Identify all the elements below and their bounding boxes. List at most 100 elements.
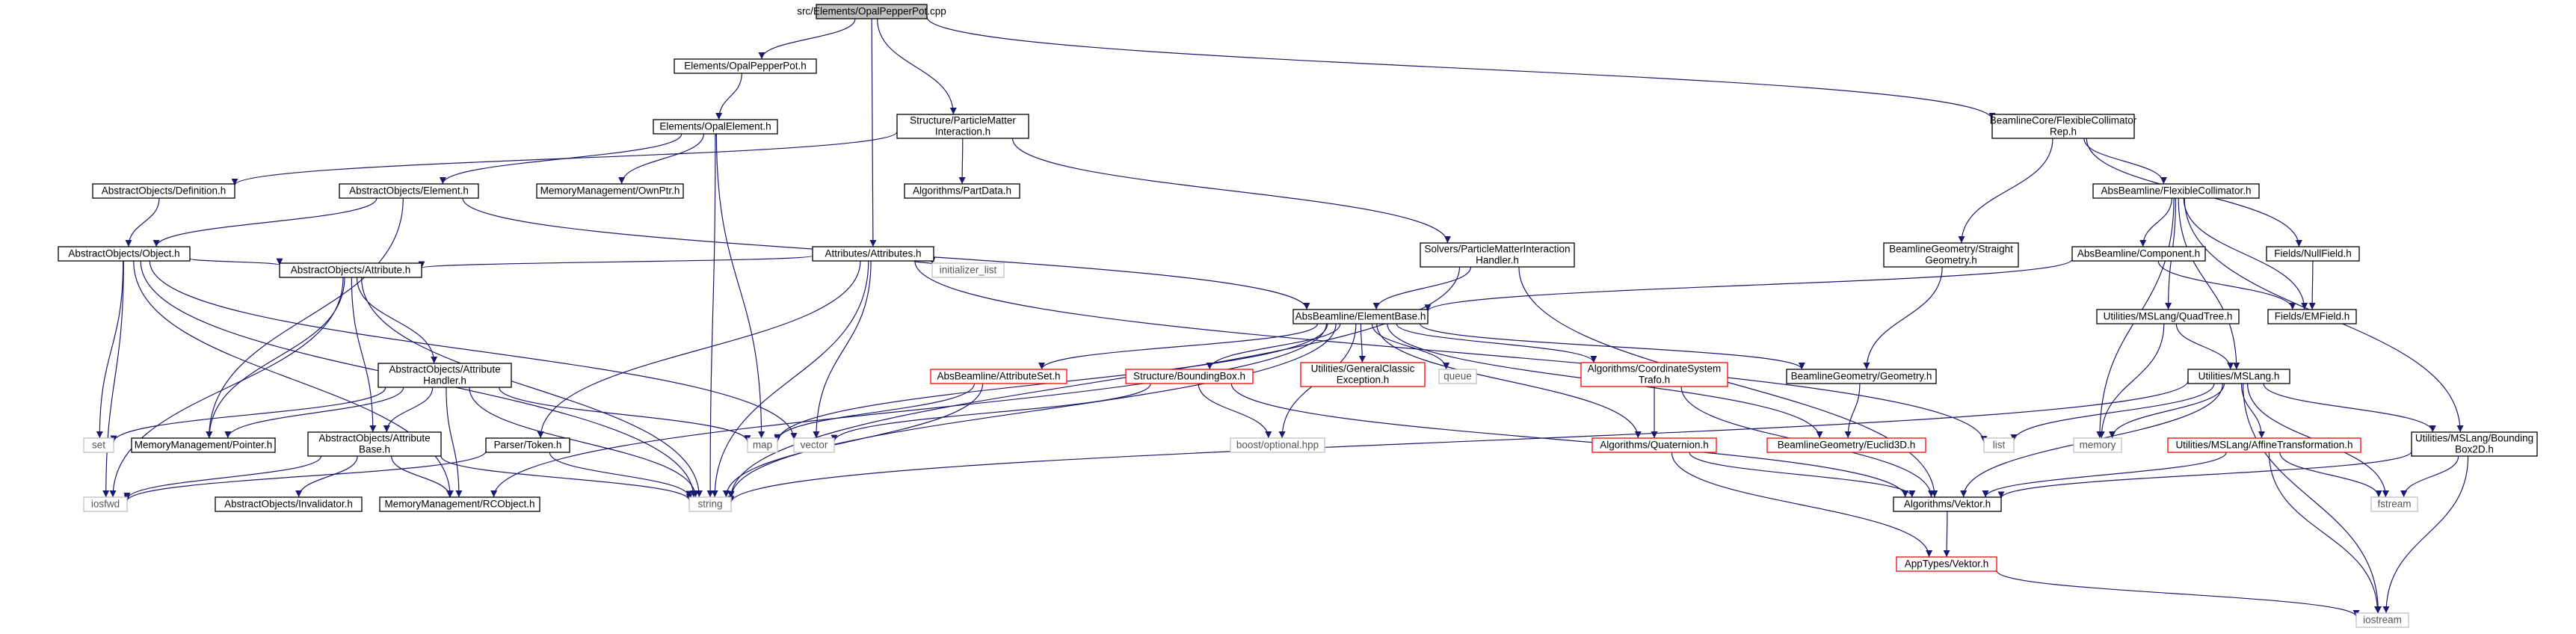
node-rcobject_h[interactable]: MemoryManagement/RCObject.h: [379, 496, 540, 512]
edge-boundingbox_h-to-vektor_alg_h: [1230, 383, 1909, 498]
edge-root-to-fcrep_h: [926, 16, 1996, 120]
node-label: Parser/Token.h: [494, 440, 562, 451]
node-label: Exception.h: [1337, 375, 1390, 386]
node-label: Rep.h: [2050, 126, 2077, 138]
edge-boundingbox_h-to-optional: [1198, 383, 1272, 439]
node-element_h[interactable]: AbstractObjects/Element.h: [339, 183, 479, 199]
node-label: Algorithms/Vektor.h: [1904, 499, 1991, 510]
edge-mslang_h-to-memory: [2109, 383, 2225, 439]
node-box: [2266, 246, 2360, 262]
edge-attributeset_h-to-string: [722, 383, 984, 498]
node-box: [378, 363, 512, 388]
node-label: iostream: [2363, 615, 2402, 626]
node-iostream: iostream: [2355, 612, 2409, 628]
node-affine_h[interactable]: Utilities/MSLang/AffineTransformation.h: [2167, 437, 2361, 453]
edge-object_h-to-iosfwd: [102, 260, 124, 498]
node-pmih_h[interactable]: Solvers/ParticleMatterInteractionHandler…: [1420, 242, 1575, 268]
edge-opalpepperpot_h-to-opalelement_h: [715, 73, 742, 120]
node-fc_h[interactable]: AbsBeamline/FlexibleCollimator.h: [2092, 183, 2260, 199]
node-label: Algorithms/PartData.h: [913, 185, 1011, 197]
node-label: Attributes/Attributes.h: [825, 248, 921, 259]
node-box: [536, 183, 684, 199]
node-label: BeamlineGeometry/Straight: [1889, 244, 2013, 255]
node-label: Handler.h: [1476, 255, 1519, 266]
node-emfield_h[interactable]: Fields/EMField.h: [2267, 309, 2357, 324]
node-box: [92, 183, 235, 199]
edge-element_h-to-object_h: [152, 197, 378, 247]
node-box: [688, 496, 732, 512]
node-invalidator_h[interactable]: AbstractObjects/Invalidator.h: [215, 496, 363, 512]
edge-root-to-pmi_h: [877, 18, 957, 115]
node-euclid3d_h[interactable]: BeamlineGeometry/Euclid3D.h: [1766, 437, 1926, 453]
edge-mslang_h-to-affine_h: [2240, 383, 2265, 439]
node-pmi_h[interactable]: Structure/ParticleMatterInteraction.h: [896, 114, 1029, 139]
node-box: [904, 183, 1020, 199]
node-label: memory: [2080, 440, 2116, 451]
node-quadtree_h[interactable]: Utilities/MSLang/QuadTree.h: [2096, 309, 2240, 324]
node-object_h[interactable]: AbstractObjects/Object.h: [58, 246, 191, 262]
node-box: [1766, 437, 1926, 453]
node-label: AppTypes/Vektor.h: [1905, 558, 1989, 570]
node-box: [816, 4, 928, 19]
node-label: Utilities/MSLang/AffineTransformation.h: [2175, 440, 2352, 451]
node-geometry_h[interactable]: BeamlineGeometry/Geometry.h: [1786, 369, 1937, 384]
edge-fc_h-to-mslang_h: [2178, 197, 2240, 370]
node-pointer_h[interactable]: MemoryManagement/Pointer.h: [131, 437, 276, 453]
node-apptypes_vektor_h[interactable]: AppTypes/Vektor.h: [1896, 556, 1997, 572]
edge-attrbase_h-to-string: [440, 455, 693, 501]
edge-token_h-to-iosfwd: [123, 451, 487, 502]
edge-affine_h-to-fstream: [2279, 452, 2382, 498]
node-box: [1893, 496, 2002, 512]
edge-attributes_h-to-list: [914, 260, 1988, 443]
edge-quaternion_h-to-apptypes_vektor_h: [1671, 452, 1933, 558]
node-label: initializer_list: [940, 265, 997, 276]
node-partdata_h[interactable]: Algorithms/PartData.h: [904, 183, 1020, 199]
node-label: BeamlineGeometry/Euclid3D.h: [1778, 440, 1916, 451]
node-attributeset_h[interactable]: AbsBeamline/AttributeSet.h: [930, 369, 1067, 384]
node-boundingbox_h[interactable]: Structure/BoundingBox.h: [1125, 369, 1254, 384]
node-opalpepperpot_h[interactable]: Elements/OpalPepperPot.h: [674, 58, 817, 74]
edge-attrbase_h-to-invalidator_h: [295, 455, 358, 498]
node-label: Handler.h: [423, 375, 466, 387]
node-attribute_h[interactable]: AbstractObjects/Attribute.h: [279, 262, 422, 278]
node-box: [2187, 369, 2290, 384]
node-box: [215, 496, 363, 512]
node-opalelement_h[interactable]: Elements/OpalElement.h: [653, 119, 778, 135]
edge-object_h-to-vector: [149, 260, 798, 440]
node-label: Structure/BoundingBox.h: [1133, 371, 1245, 382]
node-box: [1292, 309, 1429, 324]
node-box: [2167, 437, 2361, 453]
node-mslang_h[interactable]: Utilities/MSLang.h: [2187, 369, 2290, 384]
node-component_h[interactable]: AbsBeamline/Component.h: [2071, 246, 2206, 262]
node-label: AbsBeamline/AttributeSet.h: [937, 371, 1060, 382]
edge-elementbase_h-to-attributeset_h: [1038, 323, 1319, 370]
node-elementbase_h[interactable]: AbsBeamline/ElementBase.h: [1292, 309, 1429, 324]
edge-affine_h-to-iostream: [2268, 452, 2382, 614]
node-label: AbstractObjects/Attribute: [318, 433, 430, 444]
node-box: [2092, 183, 2260, 199]
node-nullfield_h[interactable]: Fields/NullField.h: [2266, 246, 2360, 262]
node-vektor_alg_h[interactable]: Algorithms/Vektor.h: [1893, 496, 2002, 512]
edge-fcrep_h-to-straightgeom_h: [1958, 138, 2053, 244]
node-label: iosfwd: [91, 499, 120, 510]
node-attributes_h[interactable]: Attributes/Attributes.h: [812, 246, 934, 262]
edge-elementbase_h-to-cst_h: [1396, 323, 1597, 363]
node-label: AbstractObjects/Attribute.h: [291, 265, 411, 276]
node-definition_h[interactable]: AbstractObjects/Definition.h: [92, 183, 235, 199]
node-label: AbstractObjects/Definition.h: [102, 185, 227, 197]
node-quaternion_h[interactable]: Algorithms/Quaternion.h: [1591, 437, 1717, 453]
node-root[interactable]: src/Elements/OpalPepperPot.cpp: [797, 4, 946, 19]
edge-elementbase_h-to-quaternion_h: [1376, 323, 1642, 439]
node-token_h[interactable]: Parser/Token.h: [485, 437, 570, 453]
node-initlist: initializer_list: [931, 262, 1005, 278]
edge-attributeset_h-to-map: [774, 383, 975, 441]
node-ownptr_h[interactable]: MemoryManagement/OwnPtr.h: [536, 183, 684, 199]
